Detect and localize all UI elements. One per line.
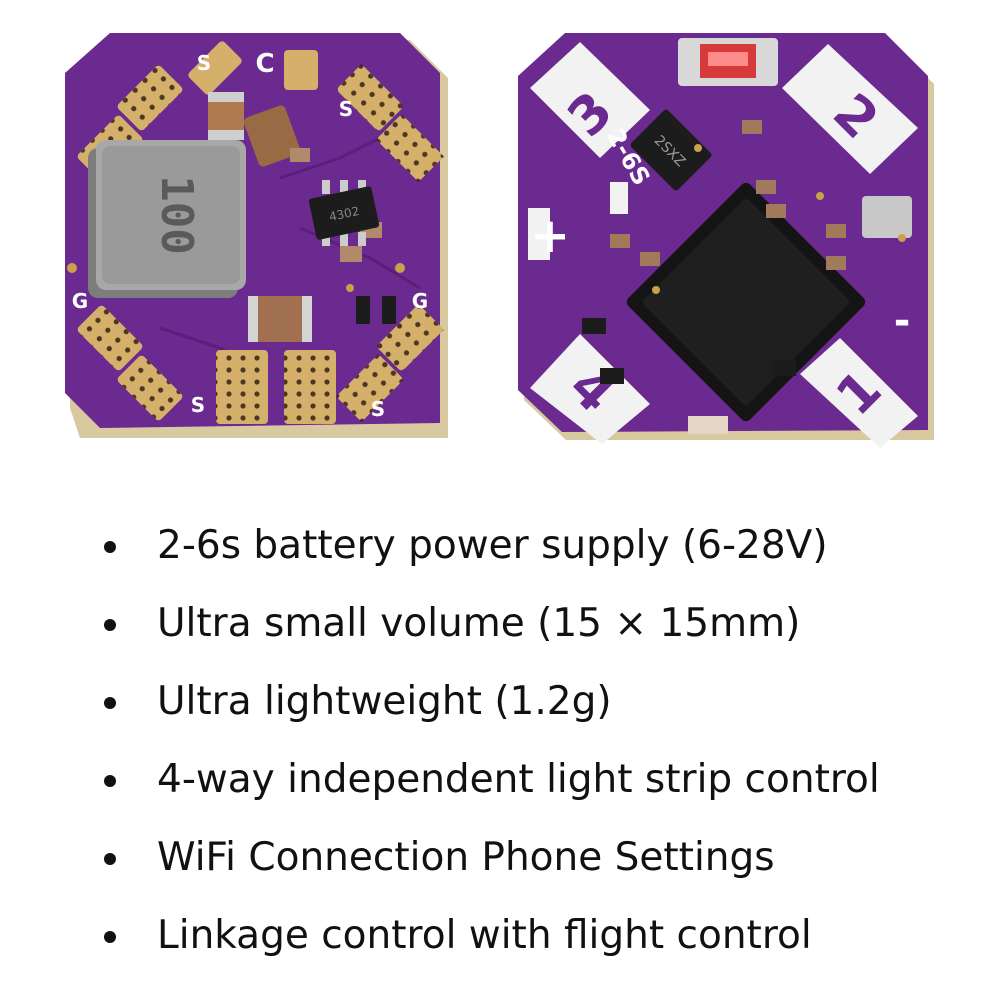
regulator-chip: 4302	[308, 180, 380, 246]
capacitors	[208, 92, 382, 342]
front-silkscreen: S C S G G S S	[72, 49, 428, 421]
board-back-image: 1 2 3 4 2-6S + - 2SXZ	[510, 28, 950, 452]
polarity-minus: -	[894, 298, 911, 344]
front-pads	[76, 41, 444, 424]
pad-label-g-left: G	[72, 289, 88, 313]
pad-label-s-bottom-right: S	[371, 397, 385, 421]
bullet-icon	[104, 619, 116, 631]
connector	[678, 38, 778, 86]
feature-item: 4-way independent light strip control	[100, 749, 980, 827]
chip-marking: 4302	[328, 204, 361, 224]
bullet-icon	[104, 697, 116, 709]
pcb-body	[65, 33, 440, 428]
pad-label-c-top: C	[255, 49, 274, 79]
mcu-chip	[626, 182, 866, 422]
back-regulator: 2SXZ	[630, 109, 712, 191]
bullet-icon	[104, 853, 116, 865]
feature-text: Ultra small volume (15 × 15mm)	[157, 601, 801, 646]
resistors	[356, 296, 396, 324]
feature-text: 2-6s battery power supply (6-28V)	[157, 523, 828, 568]
pad-label-g-right: G	[412, 289, 428, 313]
feature-item: Ultra small volume (15 × 15mm)	[100, 593, 980, 671]
feature-item: Ultra lightweight (1.2g)	[100, 671, 980, 749]
crystal-component	[862, 196, 912, 238]
pad-label-s-top-right: S	[339, 97, 353, 121]
feature-list: 2-6s battery power supply (6-28V) Ultra …	[100, 515, 980, 983]
feature-text: Linkage control with flight control	[157, 913, 812, 958]
small-components	[582, 120, 846, 434]
vias	[652, 144, 906, 294]
channel-pads	[528, 42, 918, 448]
bullet-icon	[104, 541, 116, 553]
board-back-svg: 1 2 3 4 2-6S + - 2SXZ	[518, 33, 934, 448]
inductor-component: 100	[88, 140, 246, 298]
board-front-image: 100 4302 S C S	[40, 28, 460, 452]
polarity-plus: +	[530, 208, 570, 264]
feature-item: 2-6s battery power supply (6-28V)	[100, 515, 980, 593]
inductor-marking: 100	[151, 175, 202, 254]
feature-text: WiFi Connection Phone Settings	[157, 835, 775, 880]
bullet-icon	[104, 775, 116, 787]
feature-item: WiFi Connection Phone Settings	[100, 827, 980, 905]
feature-text: Ultra lightweight (1.2g)	[157, 679, 612, 724]
feature-text: 4-way independent light strip control	[157, 757, 880, 802]
bullet-icon	[104, 931, 116, 943]
board-front-svg: 100 4302 S C S	[65, 33, 448, 438]
feature-item: Linkage control with flight control	[100, 905, 980, 983]
pad-label-s-bottom-left: S	[191, 393, 205, 417]
pad-label-s-top-left: S	[197, 51, 211, 75]
